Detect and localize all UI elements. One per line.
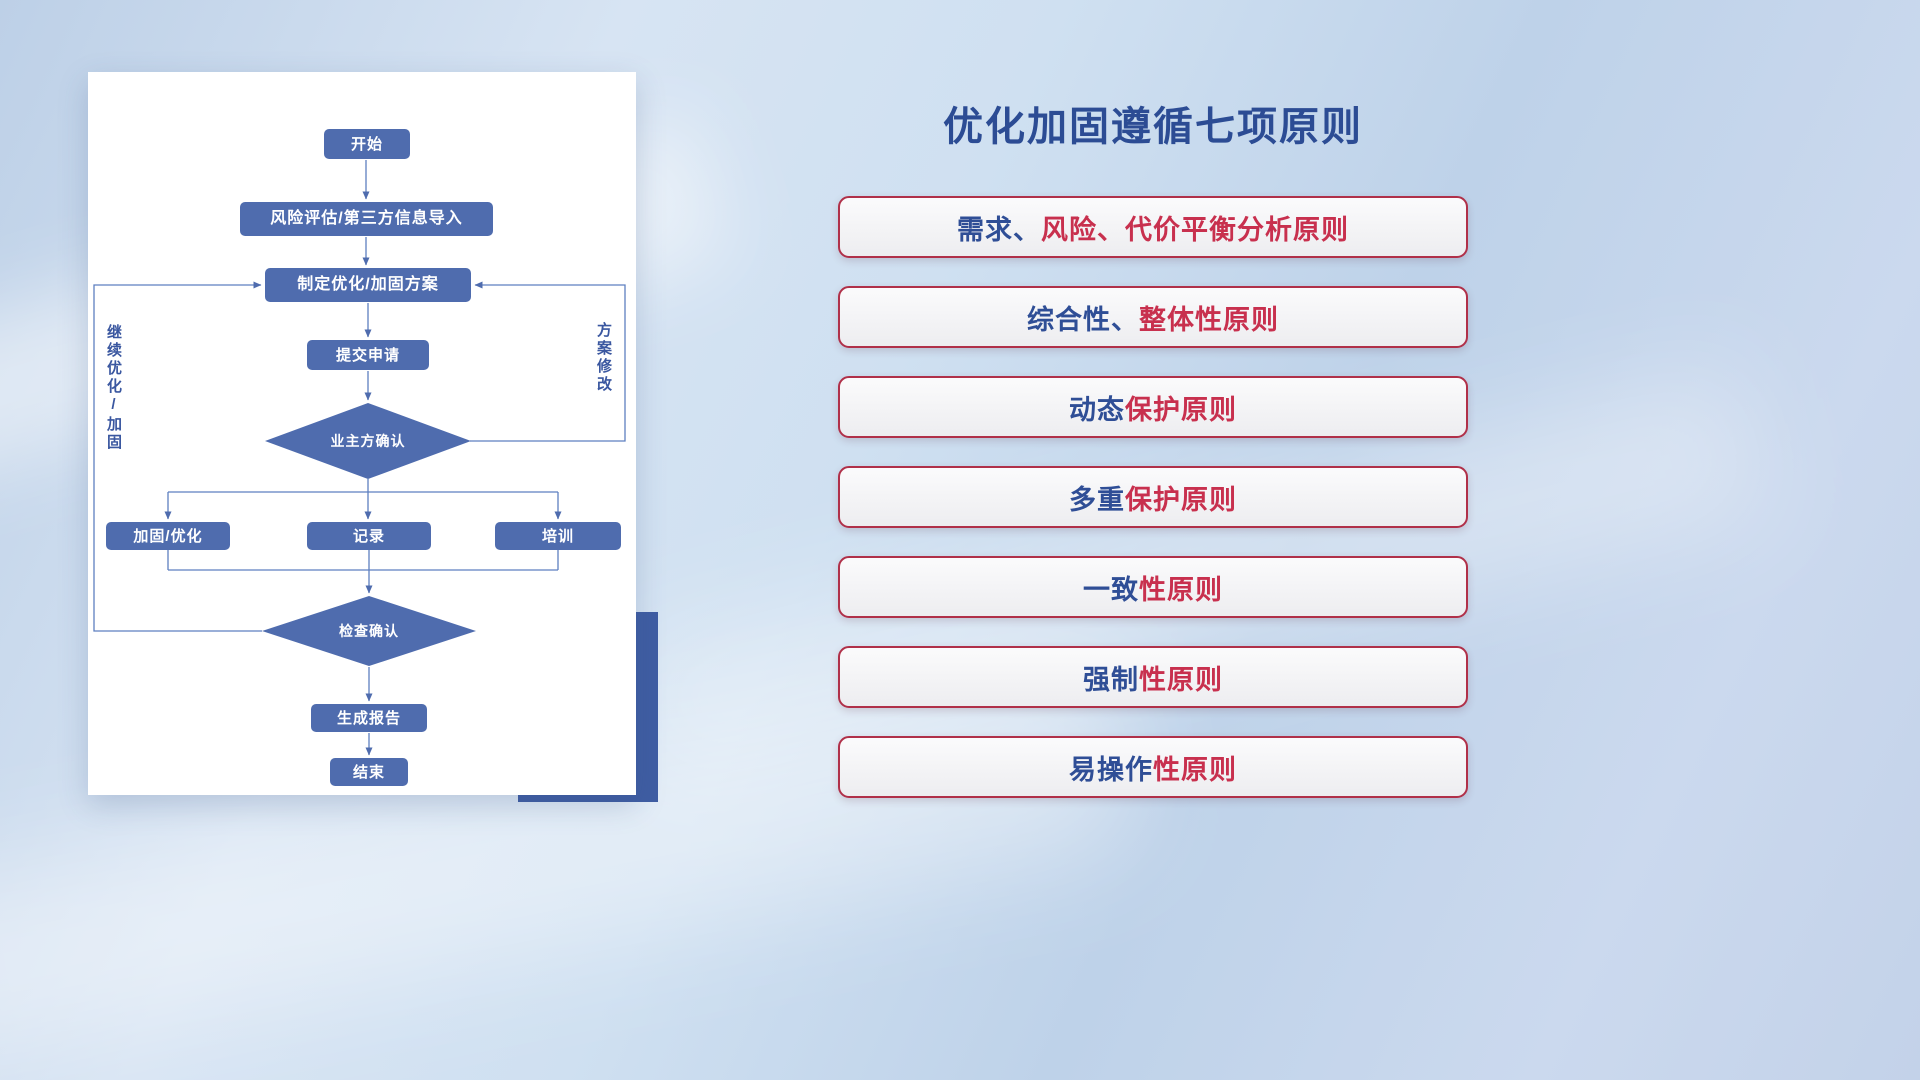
principle-item-4: 多重保护原则 — [838, 466, 1468, 528]
flowchart: 开始 风险评估/第三方信息导入 制定优化/加固方案 提交申请 业主方确认 加固/… — [88, 72, 636, 795]
principle-text-blue: 强制 — [1083, 664, 1139, 695]
loop-label-plan-modify: 方案修改 — [595, 322, 612, 394]
loop-label-continue: 继续优化/加固 — [105, 324, 122, 452]
page-title: 优化加固遵循七项原则 — [943, 105, 1363, 149]
principle-text-blue: 动态 — [1069, 394, 1125, 425]
principle-text-red: 保护原则 — [1125, 484, 1237, 515]
flowchart-card: 开始 风险评估/第三方信息导入 制定优化/加固方案 提交申请 业主方确认 加固/… — [88, 72, 636, 795]
flow-connectors — [93, 160, 626, 756]
principle-text-blue: 一致 — [1083, 574, 1139, 605]
flow-node-risk-import: 风险评估/第三方信息导入 — [240, 202, 493, 236]
principle-item-2: 综合性、整体性原则 — [838, 286, 1468, 348]
principle-text-blue: 易操作 — [1069, 754, 1153, 785]
principle-item-1: 需求、风险、代价平衡分析原则 — [838, 196, 1468, 258]
principle-text-red: 风险、代价平衡分析原则 — [1041, 214, 1349, 245]
flow-node-submit: 提交申请 — [307, 340, 429, 370]
principle-text-red: 性原则 — [1139, 574, 1223, 605]
principle-item-7: 易操作性原则 — [838, 736, 1468, 798]
principle-text-blue: 需求、 — [957, 214, 1041, 245]
principle-text-red: 性原则 — [1139, 664, 1223, 695]
flow-node-reinforce: 加固/优化 — [106, 522, 230, 550]
flow-node-start: 开始 — [324, 129, 410, 159]
principle-item-5: 一致性原则 — [838, 556, 1468, 618]
principles-list: 需求、风险、代价平衡分析原则 综合性、整体性原则 动态保护原则 多重保护原则 一… — [838, 196, 1468, 798]
flow-node-end: 结束 — [330, 758, 408, 786]
flow-node-record: 记录 — [307, 522, 431, 550]
principle-item-3: 动态保护原则 — [838, 376, 1468, 438]
principle-text-blue: 多重 — [1069, 484, 1125, 515]
principle-item-6: 强制性原则 — [838, 646, 1468, 708]
principle-text-blue: 综合性、 — [1027, 304, 1139, 335]
principle-text-red: 整体性原则 — [1139, 304, 1279, 335]
flow-node-report: 生成报告 — [311, 704, 427, 732]
principle-text-red: 性原则 — [1153, 754, 1237, 785]
flow-node-training: 培训 — [495, 522, 621, 550]
principle-text-red: 保护原则 — [1125, 394, 1237, 425]
flow-node-make-plan: 制定优化/加固方案 — [265, 268, 471, 302]
